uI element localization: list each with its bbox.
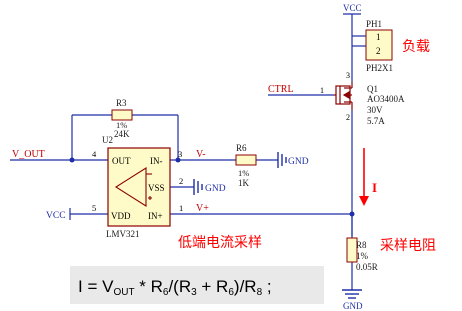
ph1-ref: PH1 xyxy=(366,19,382,29)
u2-pin-vdd-label: VDD xyxy=(111,211,131,221)
ph1-pin1-num: 1 xyxy=(376,32,381,42)
r6-tol: 1% xyxy=(238,168,249,178)
u2-pin-vss-label: VSS xyxy=(148,183,165,193)
ph1-part: PH2X1 xyxy=(366,63,393,73)
u2-pin-inplus-label: IN+ xyxy=(148,211,163,221)
vcc-top-label: VCC xyxy=(343,3,362,13)
u2-pin-inminus-num: 3 xyxy=(178,149,182,159)
q1-ref: Q1 xyxy=(367,84,378,94)
q1-pin-source: 2 xyxy=(346,113,350,122)
formula-box xyxy=(70,266,324,304)
r3-value: 24K xyxy=(114,129,130,139)
gnd-r6-symbol xyxy=(277,152,287,168)
q1-current: 5.7A xyxy=(367,116,385,126)
ctrl-label: CTRL xyxy=(268,84,294,95)
q1-pin-drain: 3 xyxy=(346,71,350,80)
gnd-vss-symbol xyxy=(193,179,203,195)
u2-pin-vdd-num: 5 xyxy=(92,203,96,213)
q1-part: AO3400A xyxy=(367,94,405,104)
u2-pin-out-label: OUT xyxy=(112,156,131,166)
r3-ref: R3 xyxy=(116,98,127,108)
r8-value: 0.05R xyxy=(356,262,378,272)
r6-ref: R6 xyxy=(236,143,247,153)
gnd-bottom-label: GND xyxy=(343,301,363,311)
q1-mosfet-symbol xyxy=(334,82,353,110)
junctions xyxy=(69,157,355,217)
gnd-r6-label: GND xyxy=(288,157,309,167)
q1-voltage: 30V xyxy=(367,105,383,115)
vminus-label: V- xyxy=(196,149,206,160)
vout-label: V_OUT xyxy=(12,149,45,160)
junction-vplus xyxy=(349,211,355,217)
vcc-left-label: VCC xyxy=(46,211,66,221)
r3-body xyxy=(111,109,133,121)
low-side-sense-annotation: 低端电流采样 xyxy=(178,235,262,251)
u2-pin-vss-num: 2 xyxy=(179,176,183,186)
junction-inminus xyxy=(175,157,181,163)
u2-part: LMV321 xyxy=(106,229,140,239)
gnd-vss-label: GND xyxy=(205,184,226,194)
junction-vout xyxy=(69,157,75,163)
load-annotation: 负载 xyxy=(402,39,430,55)
ph1-body xyxy=(365,29,393,61)
u2-opamp-triangle xyxy=(114,167,152,207)
r8-body xyxy=(346,237,358,263)
current-arrow-label: I xyxy=(372,180,377,195)
current-arrow xyxy=(359,148,369,206)
u2-pin-out-num: 4 xyxy=(92,149,97,159)
q1-pin-gate: 1 xyxy=(320,86,324,95)
r3-tol: 1% xyxy=(116,120,127,130)
r8-ref: R8 xyxy=(356,240,367,250)
ph1-pin2-num: 2 xyxy=(376,46,381,56)
sense-resistor-annotation: 采样电阻 xyxy=(380,238,436,254)
u2-pin-inminus-label: IN- xyxy=(150,156,163,166)
u2-body xyxy=(107,147,171,227)
gnd-bottom-symbol xyxy=(342,289,362,299)
u2-pin-inplus-num: 1 xyxy=(179,203,183,213)
r6-value: 1K xyxy=(238,178,250,188)
u2-ref: U2 xyxy=(102,135,113,145)
r6-body xyxy=(235,154,257,166)
wires xyxy=(10,14,366,290)
vplus-label: V+ xyxy=(196,203,209,214)
formula: I = VOUT * R6/(R3 + R6)/R8 ; xyxy=(78,277,272,298)
r8-tol: 1% xyxy=(356,251,369,261)
